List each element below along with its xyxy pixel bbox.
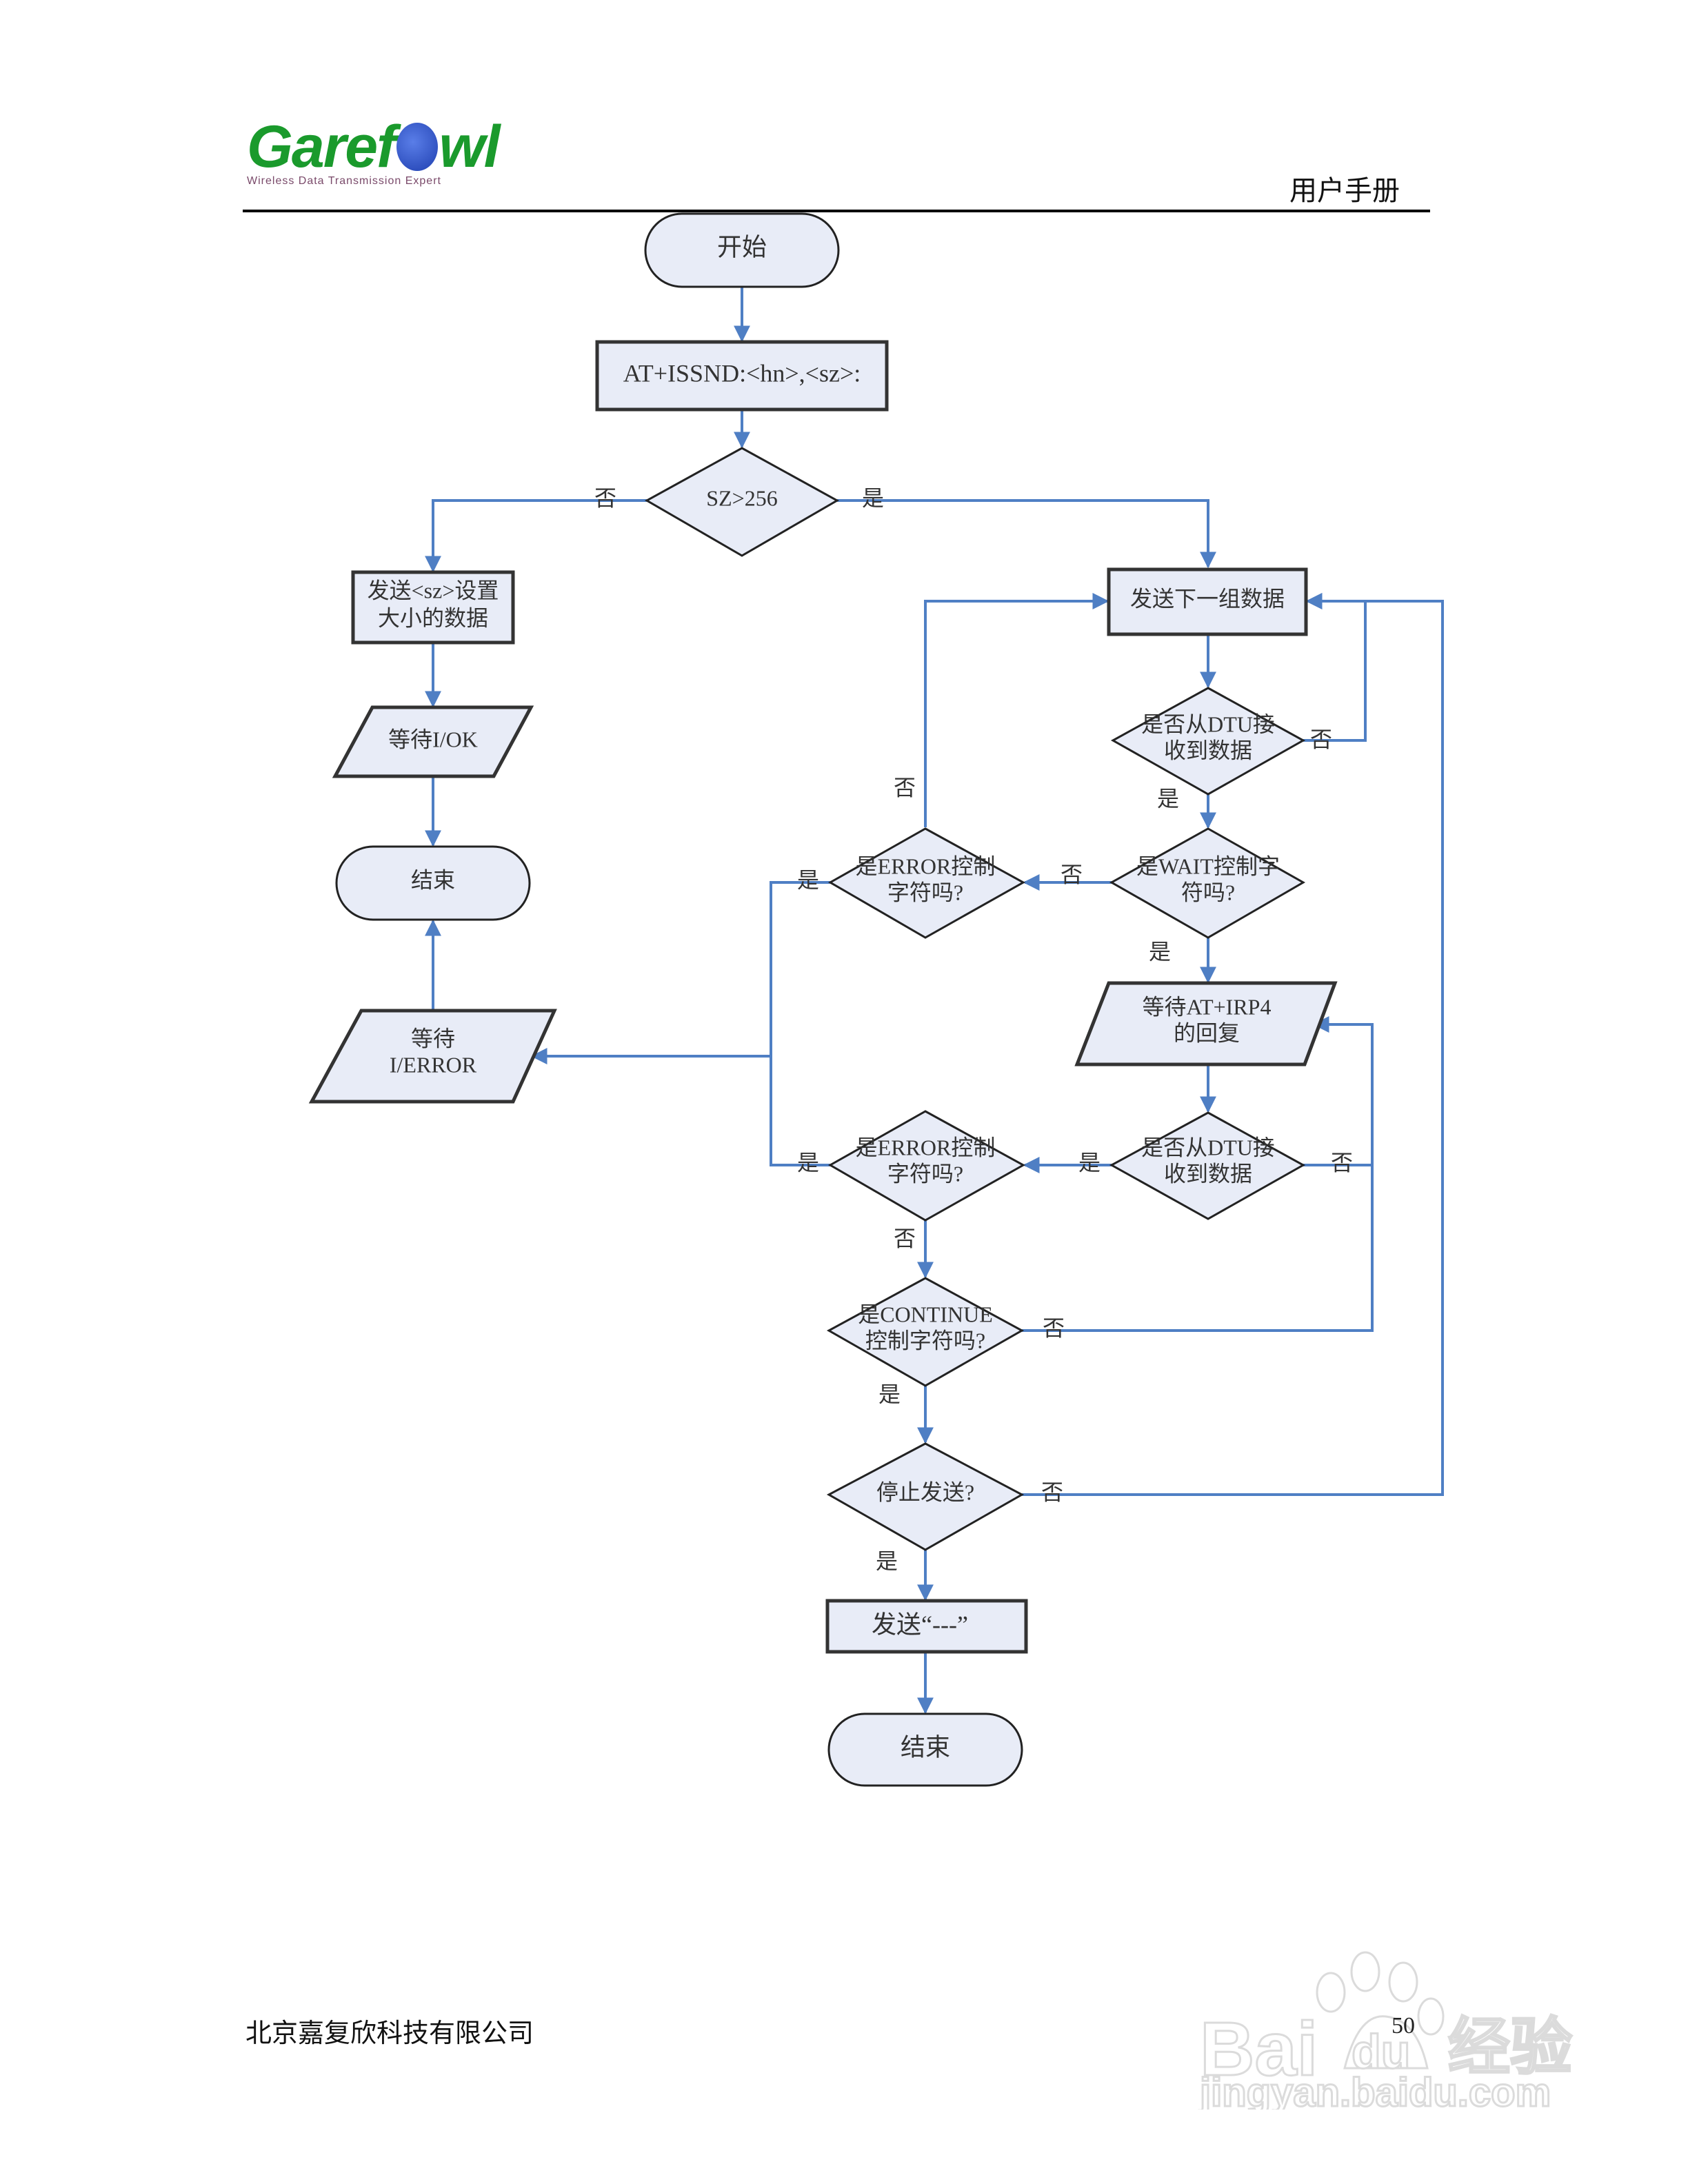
edge-continue-no: [1022, 1165, 1374, 1332]
node-send-dashes: 发送“---”: [825, 1599, 1028, 1654]
node-recv-dtu-2-line1: 是否从DTU接: [1141, 1135, 1275, 1160]
label-stop-yes: 是: [876, 1548, 898, 1573]
node-recv-dtu-1: 是否从DTU接 收到数据: [1110, 687, 1306, 796]
node-wait-irp4: 等待AT+IRP4 的回复: [1074, 981, 1338, 1066]
label-continue-yes: 是: [878, 1382, 901, 1406]
node-send-next-label: 发送下一组数据: [1130, 586, 1285, 611]
label-iserror1-no: 否: [894, 775, 916, 800]
node-end-bottom: 结束: [827, 1712, 1023, 1787]
node-sz-check-label: SZ>256: [706, 485, 777, 510]
label-recv1-yes: 是: [1157, 786, 1179, 811]
node-is-wait: 是WAIT控制字 符吗?: [1109, 827, 1306, 939]
watermark-brand-du: du: [1352, 2025, 1411, 2079]
label-iserror1-yes: 是: [797, 867, 819, 892]
connectors: [425, 287, 1444, 1715]
node-start-label: 开始: [717, 233, 767, 261]
node-is-error-1-line2: 字符吗?: [887, 880, 963, 904]
label-iswait-no: 否: [1061, 862, 1083, 887]
label-recv1-no: 否: [1310, 727, 1332, 751]
node-is-continue-line1: 是CONTINUE: [858, 1302, 993, 1326]
label-iswait-yes: 是: [1149, 939, 1171, 964]
node-wait-irp4-line1: 等待AT+IRP4: [1143, 994, 1272, 1019]
node-send-sz-line1: 发送<sz>设置: [368, 578, 499, 603]
label-iserror2-yes: 是: [797, 1150, 819, 1175]
label-check-no: 否: [594, 485, 616, 510]
logo-text-after: wl: [439, 114, 501, 180]
node-is-wait-line2: 符吗?: [1181, 880, 1235, 904]
node-send-sz-line2: 大小的数据: [378, 605, 488, 630]
watermark-url: jingyan.baidu.com: [1199, 2070, 1551, 2110]
document-title: 用户手册: [1289, 175, 1400, 206]
edge-labels: 否 是 否 是 否 否 是 是 是 否 是 否 否 是 否 是: [594, 485, 1353, 1573]
node-end-bottom-label: 结束: [901, 1733, 950, 1761]
node-is-error-1-line1: 是ERROR控制: [856, 853, 996, 878]
node-sz-check: SZ>256: [644, 447, 840, 557]
node-issnd: AT+ISSND:<hn>,<sz>:: [595, 340, 889, 412]
node-is-error-1: 是ERROR控制 字符吗?: [827, 827, 1026, 939]
node-recv-dtu-1-line1: 是否从DTU接: [1141, 711, 1275, 736]
node-is-continue: 是CONTINUE 控制字符吗?: [826, 1277, 1025, 1387]
node-wait-error: 等待 I/ERROR: [308, 1009, 557, 1104]
header-divider: [243, 210, 1430, 212]
paw-icon: [1316, 1951, 1445, 2070]
node-stop-send: 停止发送?: [826, 1442, 1025, 1551]
page-number: 50: [1391, 2013, 1415, 2039]
node-is-wait-line1: 是WAIT控制字: [1136, 853, 1280, 878]
node-wait-error-line1: 等待: [411, 1026, 455, 1051]
node-start: 开始: [644, 212, 840, 288]
node-send-sz: 发送<sz>设置 大小的数据: [351, 570, 515, 645]
node-wait-error-line2: I/ERROR: [390, 1052, 477, 1077]
logo-tagline: Wireless Data Transmission Expert: [247, 175, 441, 187]
edge-iserror-yes-bus: [770, 881, 830, 1166]
watermark-suffix: 经验: [1448, 2013, 1572, 2082]
label-check-yes: 是: [862, 485, 884, 510]
node-send-next: 发送下一组数据: [1107, 567, 1308, 636]
node-stop-send-label: 停止发送?: [876, 1479, 974, 1504]
label-iserror2-no: 否: [894, 1226, 916, 1251]
label-stop-no: 否: [1041, 1479, 1063, 1504]
node-wait-irp4-line2: 的回复: [1174, 1020, 1240, 1045]
edge-recv2-no: [1303, 1016, 1374, 1166]
baidu-watermark: Bai du 经验 jingyan.baidu.com: [1198, 1951, 1574, 2110]
watermark-brand: Bai: [1200, 2007, 1318, 2092]
node-is-error-2: 是ERROR控制 字符吗?: [827, 1110, 1026, 1222]
label-continue-no: 否: [1043, 1315, 1065, 1340]
node-is-error-2-line1: 是ERROR控制: [856, 1135, 996, 1160]
footer-company: 北京嘉复欣科技有限公司: [245, 2019, 534, 2048]
node-send-dashes-label: 发送“---”: [872, 1610, 968, 1638]
globe-icon: [396, 123, 438, 171]
node-is-continue-line2: 控制字符吗?: [865, 1328, 985, 1353]
node-recv-dtu-2-line2: 收到数据: [1164, 1161, 1252, 1186]
node-wait-ok-label: 等待I/OK: [388, 727, 478, 751]
logo-text-before: Garef: [247, 114, 396, 180]
node-recv-dtu-2: 是否从DTU接 收到数据: [1109, 1111, 1306, 1220]
node-end-left: 结束: [335, 845, 531, 921]
label-recv2-yes: 是: [1078, 1150, 1101, 1175]
node-recv-dtu-1-line2: 收到数据: [1164, 738, 1252, 762]
node-wait-ok: 等待I/OK: [332, 705, 534, 778]
edge-stop-no: [1022, 593, 1444, 1496]
edge-recv1-no: [1303, 593, 1367, 742]
node-issnd-label: AT+ISSND:<hn>,<sz>:: [623, 359, 861, 387]
node-end-left-label: 结束: [411, 867, 455, 892]
node-is-error-2-line2: 字符吗?: [887, 1161, 963, 1186]
edge-iserror1-no: [924, 593, 1109, 827]
label-recv2-no: 否: [1331, 1150, 1353, 1175]
edge-check-no: [425, 499, 647, 573]
edge-check-yes: [837, 499, 1216, 569]
